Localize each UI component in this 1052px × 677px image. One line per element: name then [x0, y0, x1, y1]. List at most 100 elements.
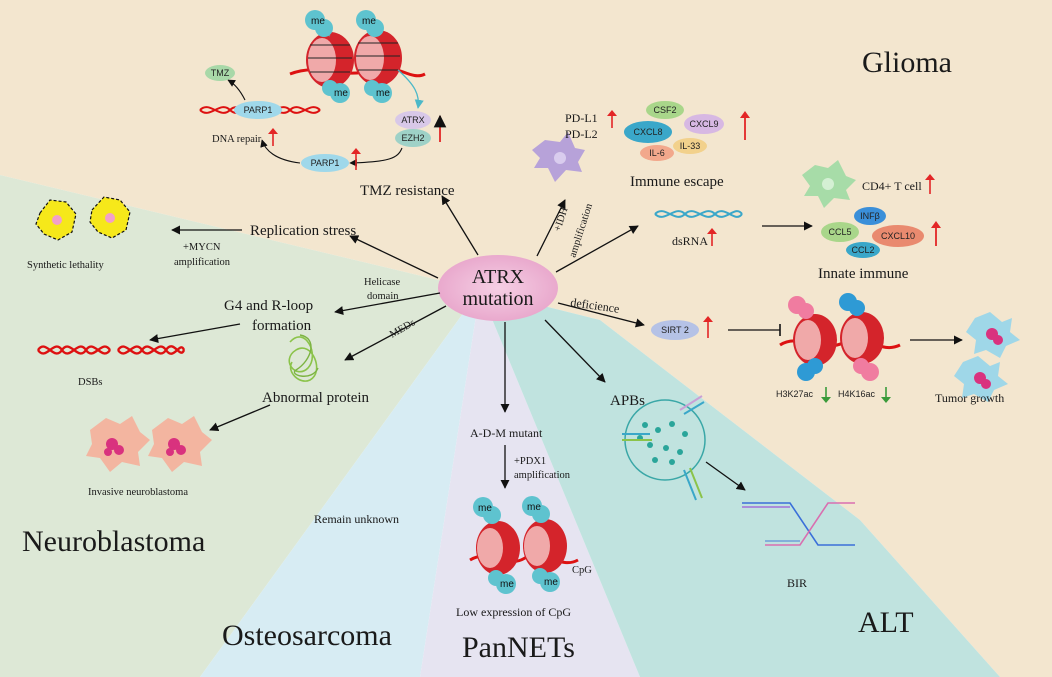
remain-unknown-label: Remain unknown: [314, 512, 399, 526]
me-label: me: [544, 577, 558, 588]
tumor-growth-label: Tumor growth: [935, 391, 1004, 405]
bir-label: BIR: [787, 576, 807, 590]
h4k16ac-label: H4K16ac: [838, 389, 876, 399]
innate-immune-cluster: dsRNA CD4+ T cell INFβ CCL5 CXCL10 CCL2 …: [654, 160, 941, 282]
me-label: me: [311, 16, 325, 27]
pdx1-label-2: amplification: [514, 470, 571, 481]
innate-immune-label: Innate immune: [818, 266, 909, 282]
up-arrow-dsrna: [707, 228, 717, 234]
osteosarcoma-title: Osteosarcoma: [222, 619, 392, 652]
invasive-label: Invasive neuroblastoma: [88, 487, 188, 498]
innate-cxcl10: CXCL10: [881, 231, 915, 241]
sirt2-cluster: deficience SIRT 2 H3K27ac H4K16ac Tumor …: [570, 293, 1020, 405]
helicase-label-2: domain: [367, 291, 399, 302]
mycn-label-1: +MYCN: [183, 242, 221, 253]
tmz-resistance-label: TMZ resistance: [360, 183, 455, 199]
tmz-cluster: me me me me ATRX EZH2 PARP1 PARP1 DNA re…: [199, 10, 455, 199]
neuroblastoma-region: [0, 175, 480, 677]
apbs-label: APBs: [610, 393, 645, 409]
me-label: me: [500, 579, 514, 590]
arrow-to-dsbs: [149, 323, 241, 344]
osteosarcoma-region: [200, 290, 480, 677]
arrow-to-sirt2: [557, 302, 645, 328]
cd4-label: CD4+ T cell: [862, 179, 922, 193]
sirt2-label: SIRT 2: [661, 325, 689, 335]
cpg-label: CpG: [572, 565, 592, 576]
me-label: me: [478, 503, 492, 514]
dsbs-label: DSBs: [78, 377, 103, 388]
glioma-title: Glioma: [862, 46, 952, 79]
center-node: ATRX mutation: [438, 255, 558, 321]
arrow-to-tmz-resistance: [441, 195, 479, 256]
atrx-label: ATRX: [401, 115, 424, 125]
adm-label: A-D-M mutant: [470, 426, 543, 440]
ezh2-label: EZH2: [401, 133, 424, 143]
me-label: me: [362, 16, 376, 27]
pannets-title: PanNETs: [462, 631, 575, 664]
helicase-label-1: Helicase: [364, 277, 400, 288]
neuroblastoma-title: Neuroblastoma: [22, 525, 205, 558]
arrow-to-immune-escape: [536, 199, 566, 257]
arrow-to-g4: [334, 292, 441, 316]
innate-ccl5: CCL5: [828, 227, 851, 237]
parp1-upper-label: PARP1: [244, 105, 273, 115]
up-arrow-sirt2: [703, 316, 713, 322]
dna-repair-label: DNA repair: [212, 134, 262, 145]
replication-stress-label: Replication stress: [250, 223, 356, 239]
up-arrow-cd4: [925, 174, 935, 180]
me-label: me: [334, 88, 348, 99]
pannets-region: [420, 290, 640, 677]
apb-dots: [637, 421, 688, 465]
me-label: me: [376, 88, 390, 99]
down-arrow-h3k27ac: [821, 397, 831, 403]
low-cpg-label: Low expression of CpG: [456, 605, 571, 619]
pdl2-label: PD-L2: [565, 127, 598, 141]
center-arrows: [334, 195, 645, 413]
abnormal-protein-icon: [288, 336, 318, 382]
dsrna-label: dsRNA: [672, 234, 708, 248]
me-label: me: [527, 502, 541, 513]
arrow-to-replication: [349, 235, 439, 279]
me-marks: me me me me: [305, 10, 392, 103]
arrow-to-dsrna: [555, 225, 639, 273]
alt-cluster: APBs BIR: [610, 393, 855, 590]
pannets-cluster: A-D-M mutant +PDX1 amplification me me m…: [456, 426, 592, 619]
arrow-to-bir: [705, 461, 746, 491]
center-label-2: mutation: [462, 288, 533, 310]
g4-label-1: G4 and R-loop: [224, 298, 313, 314]
arrow-to-abnormal: [344, 305, 447, 361]
deficience-label: deficience: [570, 295, 621, 316]
h3k27ac-label: H3K27ac: [776, 389, 814, 399]
cytokine-cxcl9: CXCL9: [689, 119, 718, 129]
bir-icon: [742, 502, 855, 546]
cytokine-il6: IL-6: [649, 148, 665, 158]
neuroblastoma-cluster: Replication stress +MYCN amplification S…: [27, 196, 417, 498]
up-arrow-innate: [931, 221, 941, 228]
down-arrow-h4k16ac: [881, 397, 891, 403]
cytokine-il33: IL-33: [680, 141, 701, 151]
up-arrow-cytokines: [740, 111, 750, 118]
g4-label-2: formation: [252, 318, 312, 334]
center-label-1: ATRX: [472, 266, 525, 288]
pdx1-label-1: +PDX1: [514, 456, 546, 467]
tmz-label: TMZ: [211, 68, 230, 78]
cytokine-csf2: CSF2: [653, 105, 676, 115]
up-arrow-pdl: [607, 110, 617, 116]
arrow-to-apbs: [544, 319, 606, 383]
alt-title: ALT: [858, 606, 914, 639]
arrow-to-invasive: [209, 404, 271, 432]
innate-ccl2: CCL2: [851, 245, 874, 255]
pdl1-label: PD-L1: [565, 111, 598, 125]
cytokine-cxcl8: CXCL8: [633, 127, 662, 137]
immune-escape-cluster: PD-L1 PD-L2 CSF2 CXCL9 CXCL8 IL-6 IL-33 …: [532, 101, 750, 259]
nucleosome-1: [306, 32, 354, 88]
mycn-label-2: amplification: [174, 257, 231, 268]
immune-escape-label: Immune escape: [630, 174, 724, 190]
innate-infb: INFβ: [860, 211, 880, 221]
nucleosome-2: [354, 30, 402, 86]
up-arrow-dna-repair: [268, 128, 278, 134]
parp1-lower-label: PARP1: [311, 158, 340, 168]
